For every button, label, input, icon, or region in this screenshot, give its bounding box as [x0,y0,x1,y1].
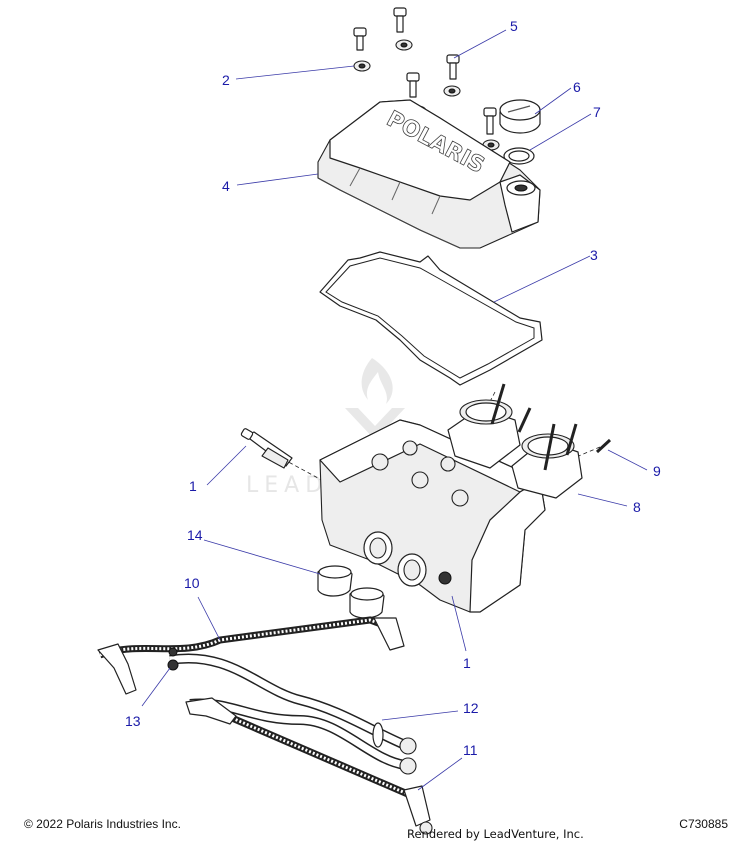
bolt [353,27,367,51]
callout-13: 13 [125,713,141,729]
callout-3: 3 [590,247,598,263]
callout-11: 11 [463,742,478,758]
rendered-by-text: Rendered by LeadVenture, Inc. [407,827,584,841]
leader-lines [141,29,648,791]
callout-numbers: 1 1 2 3 4 5 6 7 8 9 10 11 12 13 14 [125,18,661,758]
callout-5: 5 [510,18,518,34]
intake-boot [447,399,521,469]
callout-4: 4 [222,178,230,194]
bolt [446,54,460,80]
cylinder-head [319,419,546,613]
bolt [393,7,407,33]
valve-cover: POLARIS [317,99,541,249]
callout-6: 6 [573,79,581,95]
oil-fill-cap [499,99,541,134]
copyright-text: © 2022 Polaris Industries Inc. [24,817,181,831]
wrapped-hose [185,697,433,835]
valve-cover-gasket [319,251,543,386]
callout-7: 7 [593,104,601,120]
callout-1a: 1 [189,478,197,494]
coolant-fitting [317,565,353,597]
callout-1b: 1 [463,655,471,671]
callout-10: 10 [184,575,200,591]
figure-id-text: C730885 [679,817,728,831]
coolant-fitting [349,587,385,619]
o-ring [503,147,535,165]
intake-bolts [490,383,612,471]
callout-2: 2 [222,72,230,88]
callout-8: 8 [633,499,641,515]
callout-9: 9 [653,463,661,479]
callout-12: 12 [463,700,479,716]
bolt [406,72,420,98]
spark-plug [240,428,293,469]
hose-clip [167,647,179,671]
callout-14: 14 [187,527,203,543]
bolt [483,107,497,135]
intake-boot [511,433,583,499]
